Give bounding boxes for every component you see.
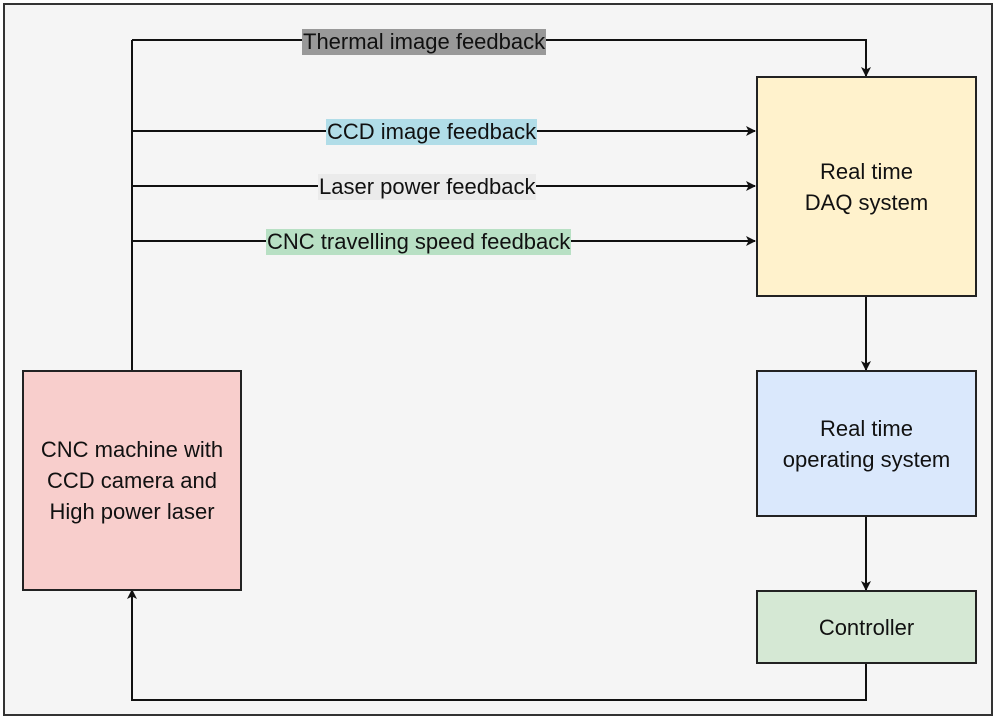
controller-label: Controller [818,614,915,640]
daq-system-label: Real time DAQ system [804,158,929,215]
thermal-feedback-label: Thermal image feedback [302,29,547,55]
operating-system-box: Real time operating system [756,370,977,517]
controller-to-cnc-arrow [127,589,867,701]
cnc-machine-box: CNC machine with CCD camera and High pow… [22,370,242,591]
daq-system-box: Real time DAQ system [756,76,977,297]
laser-feedback-label: Laser power feedback [318,174,537,200]
operating-system-label: Real time operating system [782,415,951,472]
controller-box: Controller [756,590,977,664]
speed-feedback-label: CNC travelling speed feedback [266,229,572,255]
cnc-machine-label: CNC machine with CCD camera and High pow… [40,437,224,524]
ccd-feedback-label: CCD image feedback [326,119,538,145]
